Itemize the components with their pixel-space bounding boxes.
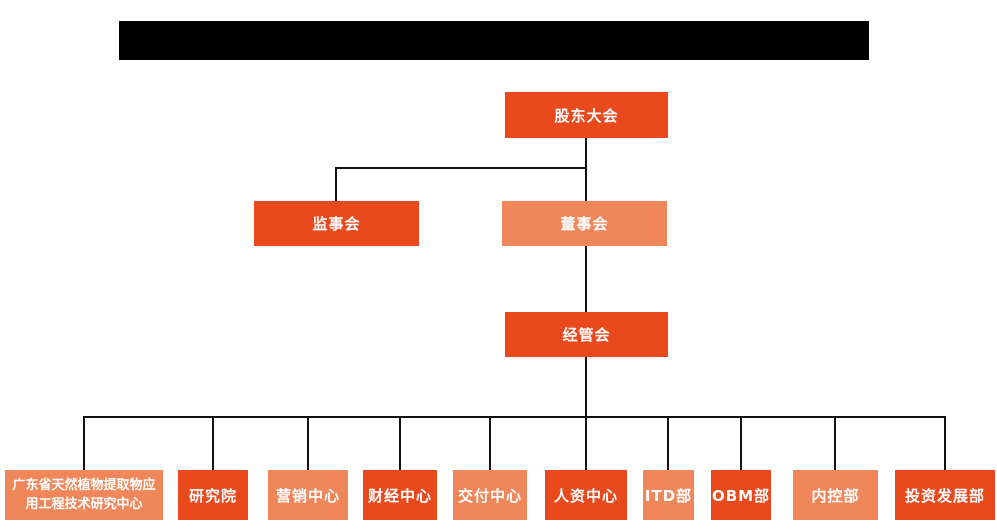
node-dept-internal-control: 内控部 <box>793 470 878 520</box>
connector-drop-delivery <box>489 416 491 470</box>
connector-drop-finance <box>399 416 401 470</box>
connector-drop-itd <box>667 416 669 470</box>
connector-root-to-board <box>585 138 587 202</box>
connector-drop-marketing <box>307 416 309 470</box>
connector-departments-horizontal <box>83 416 946 418</box>
node-dept-investment-development: 投资发展部 <box>895 470 995 520</box>
connector-drop-internal-control <box>834 416 836 470</box>
connector-management-down <box>585 357 587 417</box>
node-dept-research-institute: 研究院 <box>178 470 248 520</box>
node-dept-delivery-center: 交付中心 <box>453 470 527 520</box>
redacted-title-bar <box>119 21 869 60</box>
node-management-committee: 经管会 <box>505 312 668 357</box>
node-dept-obm: OBM部 <box>711 470 771 520</box>
node-shareholders-meeting: 股东大会 <box>505 92 668 138</box>
connector-drop-research-institute <box>212 416 214 470</box>
connector-board-to-management <box>585 246 587 312</box>
node-dept-research-center: 广东省天然植物提取物应用工程技术研究中心 <box>5 470 163 520</box>
node-supervisory-board: 监事会 <box>254 201 419 246</box>
connector-row2-horizontal <box>336 167 587 169</box>
node-dept-hr-center: 人资中心 <box>545 470 627 520</box>
node-dept-finance-center: 财经中心 <box>363 470 437 520</box>
connector-to-supervisory <box>335 167 337 202</box>
connector-drop-research-center <box>83 416 85 470</box>
node-dept-itd: ITD部 <box>643 470 694 520</box>
node-board-of-directors: 董事会 <box>502 201 667 246</box>
connector-drop-hr <box>585 416 587 470</box>
connector-drop-investment <box>944 416 946 470</box>
connector-drop-obm <box>740 416 742 470</box>
node-dept-marketing-center: 营销中心 <box>268 470 348 520</box>
